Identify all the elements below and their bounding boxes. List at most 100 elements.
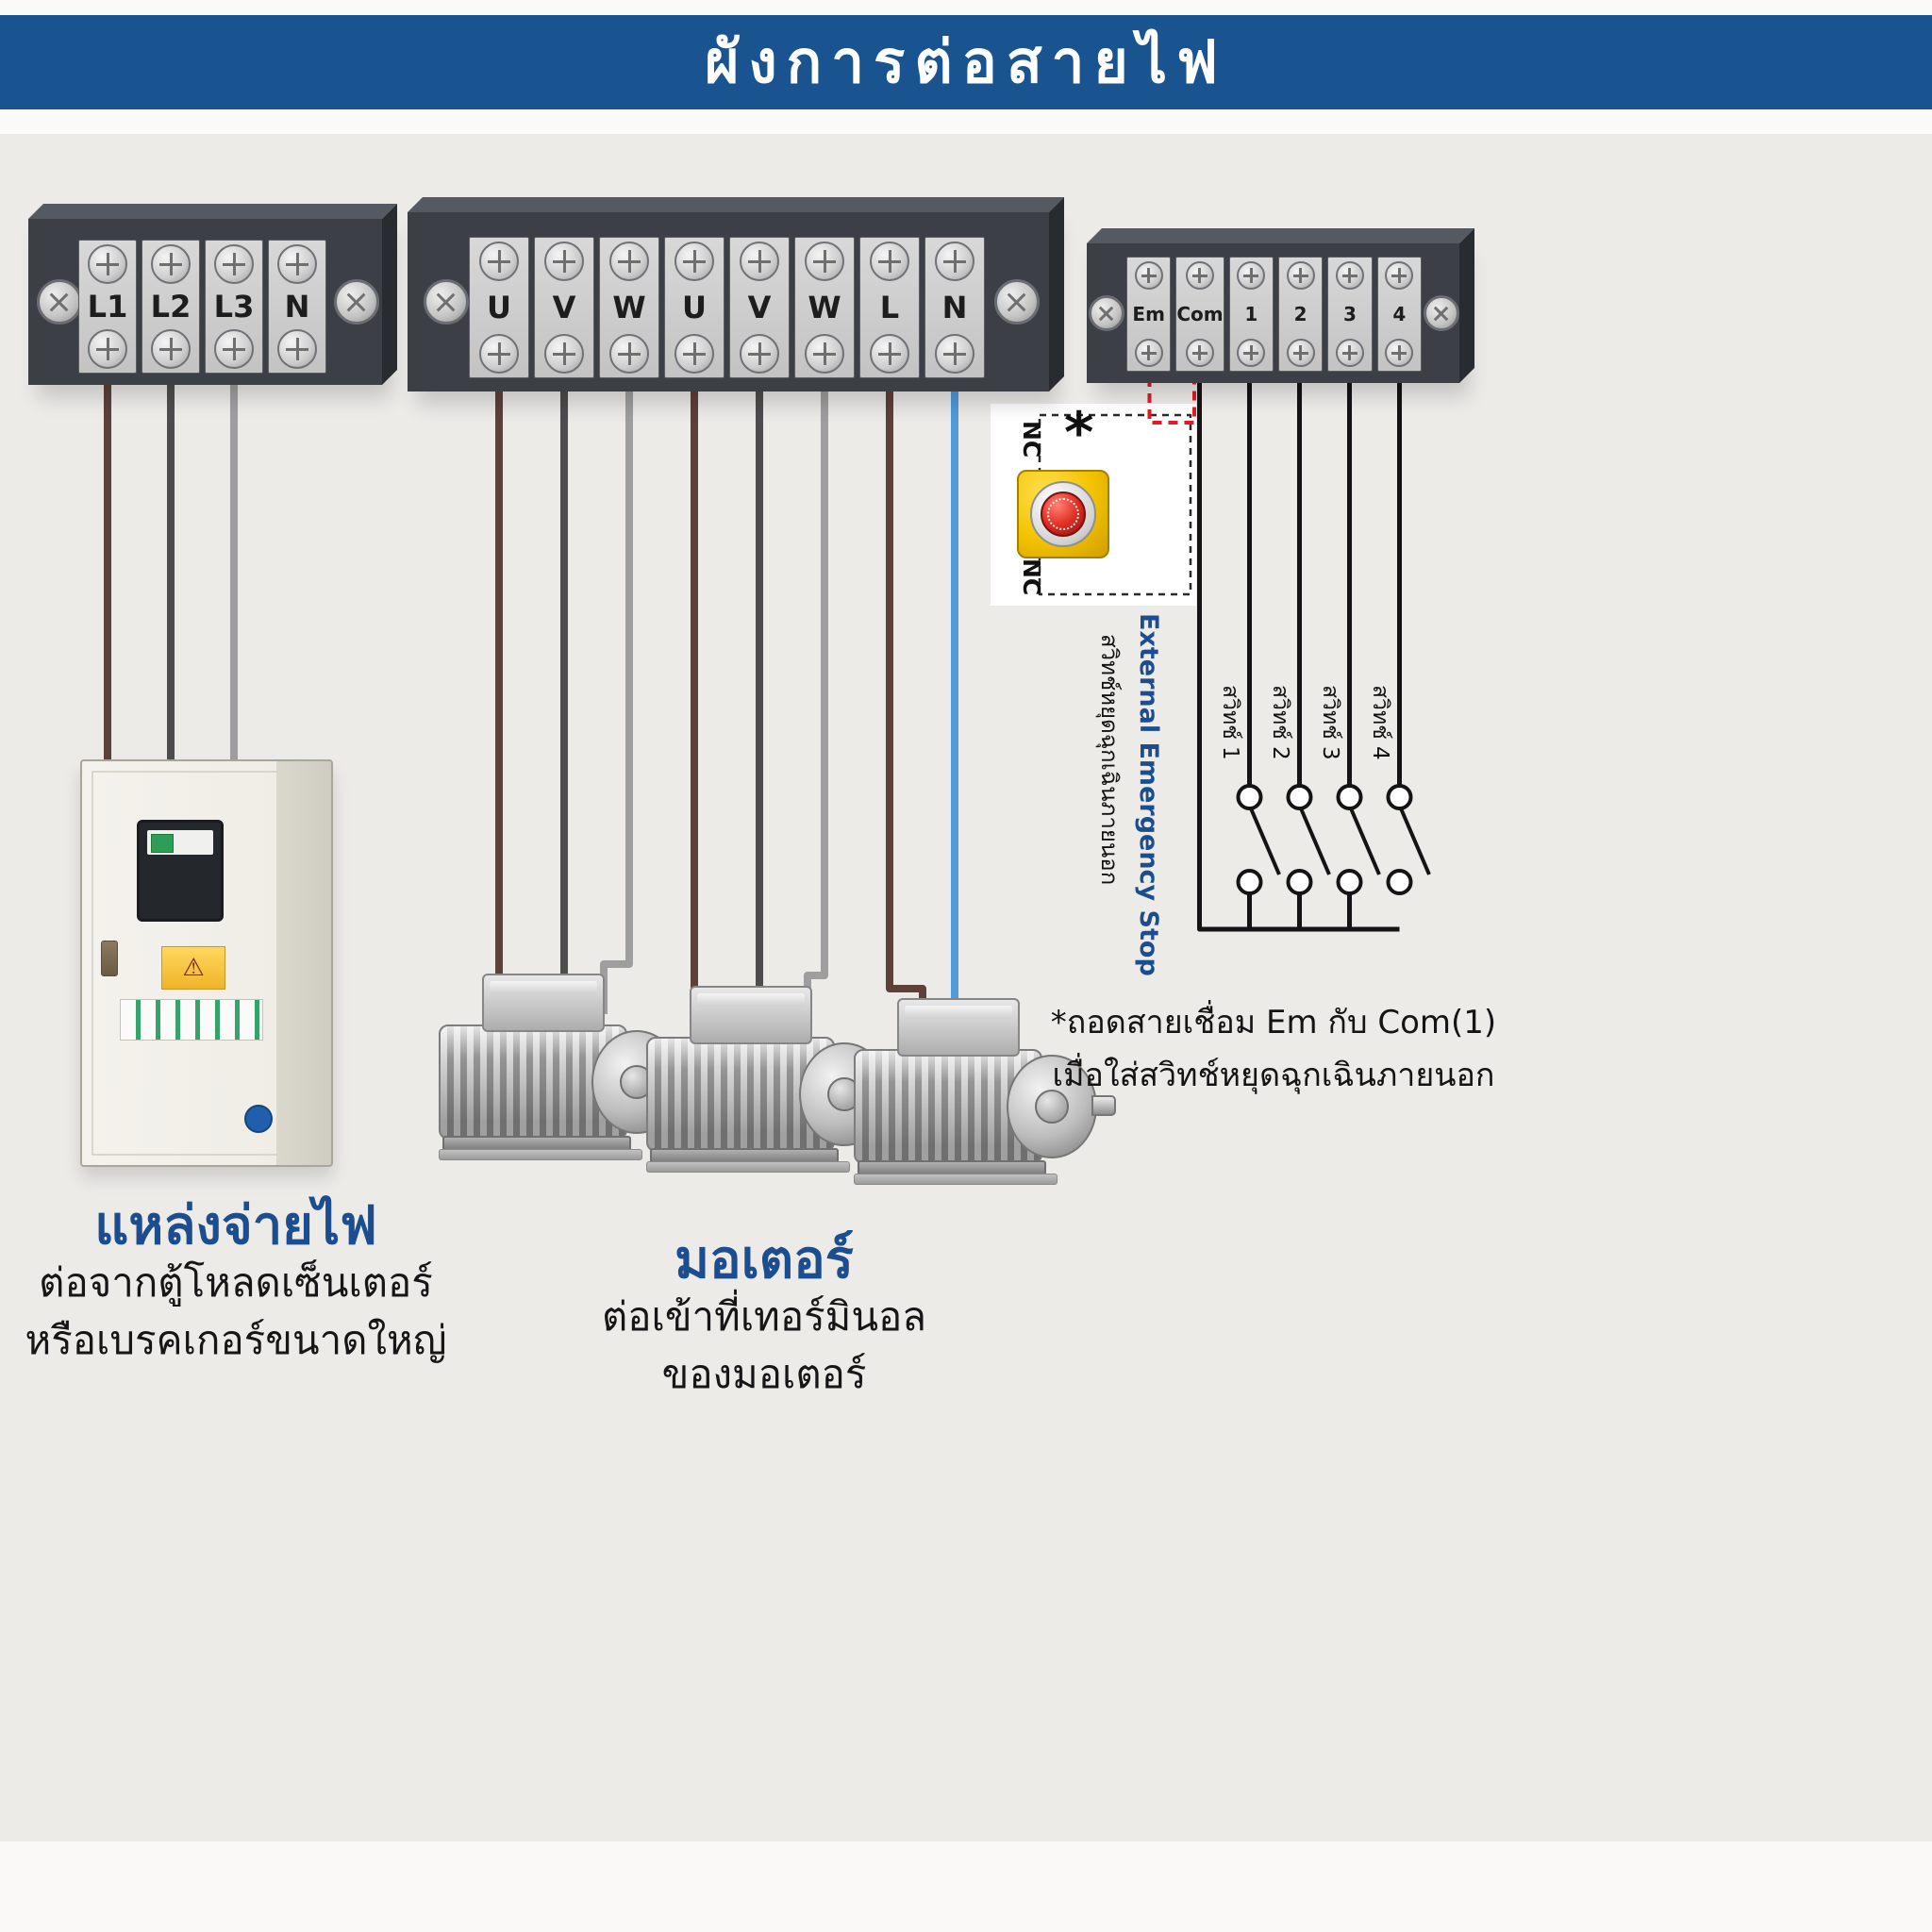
motor-junction-box <box>482 974 605 1032</box>
screw-icon <box>870 242 909 281</box>
bottom-margin <box>0 1841 1932 1932</box>
power-caption-line-2: หรือเบรคเกอร์ขนาดใหญ่ <box>25 1316 447 1363</box>
terminal-label: 3 <box>1343 303 1357 325</box>
screw-icon <box>1237 339 1266 367</box>
screw-icon <box>214 329 254 369</box>
warning-icon: ⚠ <box>161 946 225 990</box>
screw-icon <box>740 242 779 281</box>
screw-icon <box>870 334 909 374</box>
footnote-line-2: เมื่อใส่สวิทช์หยุดฉุกเฉินภายนอก <box>1052 1057 1495 1095</box>
screw-icon <box>609 334 649 374</box>
screw-icon <box>479 334 519 374</box>
breaker-switch <box>151 834 174 853</box>
external-estop-label-th: สวิทช์หยุดฉุกเฉินภายนอก <box>1096 634 1123 886</box>
motor-caption-line-2: ของมอเตอร์ <box>661 1350 867 1397</box>
terminal-block-control: Em Com 1 2 3 <box>1087 243 1459 383</box>
screw-icon <box>1335 339 1364 367</box>
terminal-cell-w1: W <box>599 237 659 378</box>
terminal-cell-n: N <box>268 240 326 374</box>
power-supply-caption-text: ต่อจากตู้โหลดเซ็นเตอร์ หรือเบรคเกอร์ขนาด… <box>9 1255 462 1370</box>
screw-icon <box>675 334 714 374</box>
terminal-cell-com: Com <box>1175 257 1224 372</box>
emergency-stop-button <box>1017 470 1109 558</box>
screw-icon <box>277 244 317 284</box>
motor-base-plate <box>854 1174 1058 1185</box>
terminal-label: L <box>879 290 900 325</box>
terminal-cell-3: 3 <box>1327 257 1373 372</box>
terminal-label: L3 <box>213 289 255 325</box>
terminal-label: 1 <box>1244 303 1258 325</box>
main-breaker <box>137 820 224 922</box>
terminal-block-motor: U V W U V <box>408 212 1049 391</box>
terminal-cell-v1: V <box>534 237 594 378</box>
terminal-block-power: L1 L2 L3 N <box>28 219 382 385</box>
power-distribution-cabinet: ⚠ <box>80 759 333 1167</box>
terminal-label: N <box>941 290 968 325</box>
terminal-cell-w2: W <box>794 237 855 378</box>
screw-icon <box>544 334 584 374</box>
terminal-label: V <box>552 290 576 325</box>
header-gap <box>0 109 1932 134</box>
terminal-cell-u2: U <box>664 237 724 378</box>
wire-motor2-w <box>804 377 828 1026</box>
external-estop-label-en: External Emergency Stop <box>1134 613 1163 976</box>
terminal-cell-u1: U <box>469 237 529 378</box>
cabinet-door <box>92 771 282 1156</box>
screw-icon <box>479 242 519 281</box>
screw-icon <box>1335 261 1364 290</box>
mounting-screw-icon <box>994 279 1040 325</box>
terminal-label: L1 <box>87 289 128 325</box>
screw-icon <box>609 242 649 281</box>
terminal-cell-l2: L2 <box>142 240 200 374</box>
screw-icon <box>1385 261 1414 290</box>
screw-icon <box>88 244 127 284</box>
switch-1-symbol <box>1236 784 1281 895</box>
screw-icon <box>1134 261 1163 290</box>
switch-1-label: สวิทช์ 1 <box>1218 685 1242 760</box>
screw-icon <box>805 334 844 374</box>
cabinet-lock <box>101 941 118 976</box>
terminal-cell-1: 1 <box>1228 257 1274 372</box>
terminal-label: V <box>747 290 772 325</box>
mounting-screw-icon <box>424 279 469 325</box>
motor-base-plate <box>646 1161 850 1173</box>
terminal-cell-em: Em <box>1126 257 1172 372</box>
screw-icon <box>675 242 714 281</box>
nc-label-top: NC <box>1018 421 1045 458</box>
wire-motor3-l <box>886 377 926 1038</box>
terminal-cell-4: 4 <box>1376 257 1422 372</box>
screw-icon <box>151 329 191 369</box>
screw-icon <box>214 244 254 284</box>
screw-icon <box>1185 261 1214 290</box>
switch-3-symbol <box>1336 784 1381 895</box>
screw-icon <box>935 334 974 374</box>
terminal-cell-2: 2 <box>1277 257 1324 372</box>
switch-2-label: สวิทช์ 2 <box>1268 685 1292 760</box>
motor-caption-title: มอเตอร์ <box>675 1229 854 1291</box>
breaker-row <box>120 999 263 1041</box>
terminal-label: W <box>808 290 841 325</box>
screw-icon <box>1185 339 1214 367</box>
page-title: ผังการต่อสายไฟ <box>705 27 1227 96</box>
motor-end-bell <box>1007 1055 1097 1158</box>
em-com-jumper <box>1147 377 1196 425</box>
switch-2-symbol <box>1286 784 1331 895</box>
motor-caption-line-1: ต่อเข้าที่เทอร์มินอล <box>601 1293 927 1340</box>
motor-1 <box>439 974 701 1167</box>
screw-icon <box>1286 261 1315 290</box>
terminal-label: L2 <box>150 289 192 325</box>
motor-junction-box <box>897 998 1020 1057</box>
switch-4-label: สวิทช์ 4 <box>1368 685 1392 760</box>
terminal-label: U <box>682 290 707 325</box>
power-supply-caption-title: แหล่งจ่ายไฟ <box>94 1195 377 1257</box>
screw-icon <box>88 329 127 369</box>
terminal-cell-l1: L1 <box>78 240 137 374</box>
terminal-label: 4 <box>1392 303 1407 325</box>
terminal-cell-v2: V <box>729 237 790 378</box>
screw-icon <box>935 242 974 281</box>
screw-icon <box>1237 261 1266 290</box>
wire-motor1-w <box>600 377 633 1014</box>
terminal-label: N <box>284 289 310 325</box>
estop-footnote: *ถอดสายเชื่อม Em กับ Com(1) เมื่อใส่สวิท… <box>1047 996 1500 1102</box>
